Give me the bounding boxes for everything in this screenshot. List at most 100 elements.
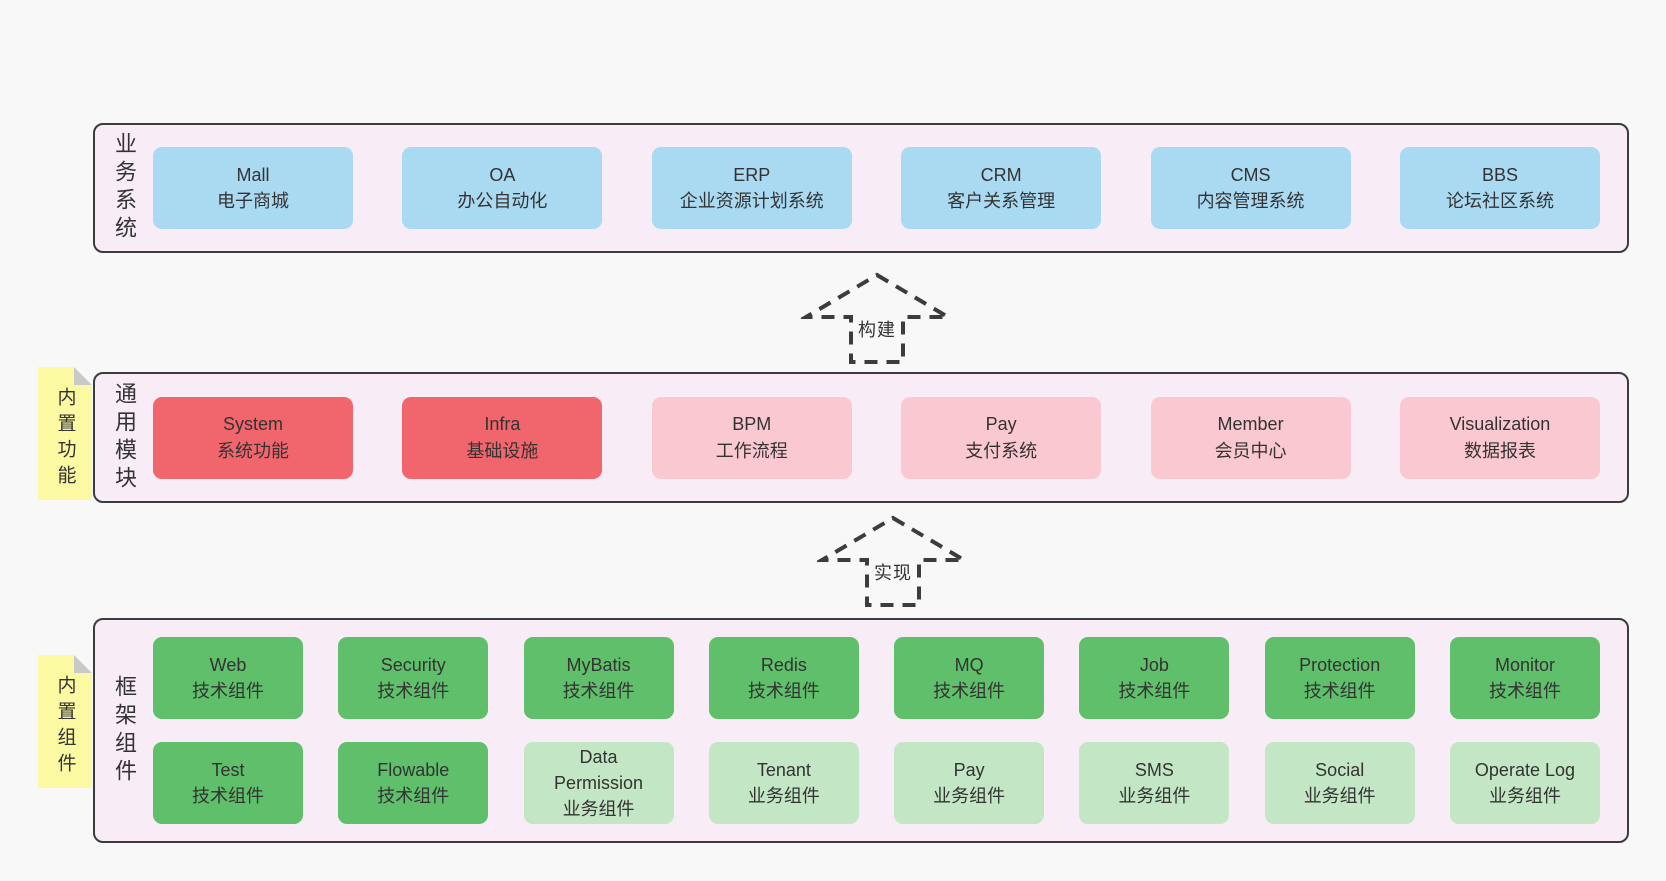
box-flowable: Flowable 技术组件 (338, 742, 489, 824)
box-name: Flowable (377, 759, 450, 780)
box-name: Tenant (756, 759, 811, 780)
build-arrow: 构建 (801, 271, 953, 366)
sticky-note-builtin-components: 内置组件 (38, 655, 92, 788)
band-label-business-systems: 业务系统 (112, 132, 137, 244)
box-cms: CMS 内容管理系统 (1150, 147, 1351, 229)
box-name: System (222, 414, 283, 435)
band-business-systems: 业务系统 Mall 电子商城 OA 办公自动化 ERP 企业资源计划系统 CRM… (93, 123, 1629, 253)
box-sms: SMS 业务组件 (1079, 742, 1230, 824)
box-desc: 业务组件 (1303, 786, 1376, 806)
box-redis: Redis 技术组件 (708, 637, 859, 719)
box-desc: 办公自动化 (457, 191, 548, 211)
box-desc: 电子商城 (217, 191, 289, 211)
common-modules-boxes: System 系统功能 Infra 基础设施 BPM 工作流程 Pay 支付系统… (153, 396, 1627, 479)
box-desc: 业务组件 (1488, 786, 1561, 806)
box-mq: MQ 技术组件 (894, 637, 1045, 719)
box-name: Pay (953, 759, 985, 780)
box-name: BPM (732, 414, 772, 435)
box-name: Data Permission (554, 746, 644, 793)
box-desc: 内容管理系统 (1196, 191, 1305, 211)
box-desc: 数据报表 (1463, 440, 1536, 461)
box-desc: 技术组件 (747, 681, 820, 701)
box-name: MQ (954, 654, 984, 675)
box-name: Monitor (1494, 654, 1555, 675)
box-system: System 系统功能 (153, 396, 353, 479)
box-name: Operate Log (1474, 759, 1575, 780)
box-web: Web 技术组件 (153, 637, 303, 719)
box-bpm: BPM 工作流程 (651, 396, 852, 479)
box-desc: 技术组件 (192, 786, 264, 806)
box-desc: 技术组件 (562, 681, 635, 701)
box-desc: 论坛社区系统 (1445, 191, 1554, 211)
box-name: Infra (484, 414, 521, 435)
box-job: Job 技术组件 (1079, 637, 1230, 719)
box-name: MyBatis (566, 654, 631, 675)
box-name: BBS (1481, 164, 1518, 185)
box-name: SMS (1134, 759, 1174, 780)
box-mybatis: MyBatis 技术组件 (523, 637, 674, 719)
box-name: Pay (985, 414, 1017, 435)
business-systems-boxes: Mall 电子商城 OA 办公自动化 ERP 企业资源计划系统 CRM 客户关系… (153, 147, 1627, 229)
box-pay-component: Pay 业务组件 (894, 742, 1045, 824)
framework-components-row-2: Test 技术组件 Flowable 技术组件 Data Permission … (153, 742, 1600, 824)
band-label-framework-components: 框架组件 (112, 674, 137, 787)
box-desc: 技术组件 (377, 681, 450, 701)
box-name: Visualization (1449, 414, 1551, 435)
box-security: Security 技术组件 (338, 637, 489, 719)
band-framework-components: 框架组件 Web 技术组件 Security 技术组件 MyBatis 技术组件… (93, 618, 1629, 843)
box-desc: 技术组件 (192, 681, 264, 701)
sticky-note-label: 内置组件 (54, 675, 76, 779)
box-name: Test (211, 759, 245, 780)
box-desc: 业务组件 (562, 799, 635, 820)
box-desc: 工作流程 (715, 440, 788, 461)
box-visualization: Visualization 数据报表 (1399, 396, 1600, 479)
sticky-note-label: 内置功能 (54, 387, 76, 491)
arrow-label-build: 构建 (855, 313, 899, 345)
framework-components-row-1: Web 技术组件 Security 技术组件 MyBatis 技术组件 Redi… (153, 637, 1600, 719)
implement-arrow: 实现 (817, 514, 969, 609)
box-desc: 会员中心 (1214, 440, 1287, 461)
box-test: Test 技术组件 (153, 742, 303, 824)
box-name: Protection (1299, 654, 1381, 675)
band-common-modules: 通用模块 System 系统功能 Infra 基础设施 BPM 工作流程 Pay… (93, 372, 1629, 503)
box-desc: 客户关系管理 (947, 191, 1056, 211)
box-desc: 系统功能 (217, 440, 289, 461)
box-desc: 技术组件 (1488, 681, 1561, 701)
arrow-label-implement: 实现 (871, 556, 915, 588)
box-operate-log: Operate Log 业务组件 (1449, 742, 1600, 824)
box-erp: ERP 企业资源计划系统 (651, 147, 852, 229)
framework-components-rows: Web 技术组件 Security 技术组件 MyBatis 技术组件 Redi… (153, 637, 1627, 824)
box-desc: 支付系统 (965, 440, 1038, 461)
sticky-note-builtin-features: 内置功能 (38, 367, 92, 500)
box-desc: 技术组件 (1118, 681, 1191, 701)
box-member: Member 会员中心 (1150, 396, 1351, 479)
box-desc: 技术组件 (933, 681, 1006, 701)
box-name: Social (1315, 759, 1365, 780)
box-desc: 业务组件 (933, 786, 1006, 806)
box-oa: OA 办公自动化 (402, 147, 603, 229)
box-name: Job (1139, 654, 1169, 675)
box-name: Mall (236, 164, 270, 185)
box-mall: Mall 电子商城 (153, 147, 353, 229)
box-bbs: BBS 论坛社区系统 (1399, 147, 1600, 229)
box-crm: CRM 客户关系管理 (901, 147, 1102, 229)
up-arrow-icon (817, 515, 969, 607)
box-infra: Infra 基础设施 (402, 396, 603, 479)
box-tenant: Tenant 业务组件 (708, 742, 859, 824)
box-name: ERP (733, 164, 771, 185)
box-name: Web (209, 654, 247, 675)
band-label-common-modules: 通用模块 (112, 381, 137, 494)
box-desc: 技术组件 (377, 786, 450, 806)
box-social: Social 业务组件 (1264, 742, 1415, 824)
box-monitor: Monitor 技术组件 (1449, 637, 1600, 719)
box-desc: 基础设施 (466, 440, 539, 461)
box-name: OA (489, 164, 516, 185)
box-protection: Protection 技术组件 (1264, 637, 1415, 719)
box-name: Member (1217, 414, 1284, 435)
box-data-permission: Data Permission 业务组件 (523, 742, 674, 824)
box-name: Redis (760, 654, 807, 675)
box-name: CMS (1230, 164, 1271, 185)
up-arrow-icon (801, 272, 953, 364)
box-desc: 技术组件 (1303, 681, 1376, 701)
